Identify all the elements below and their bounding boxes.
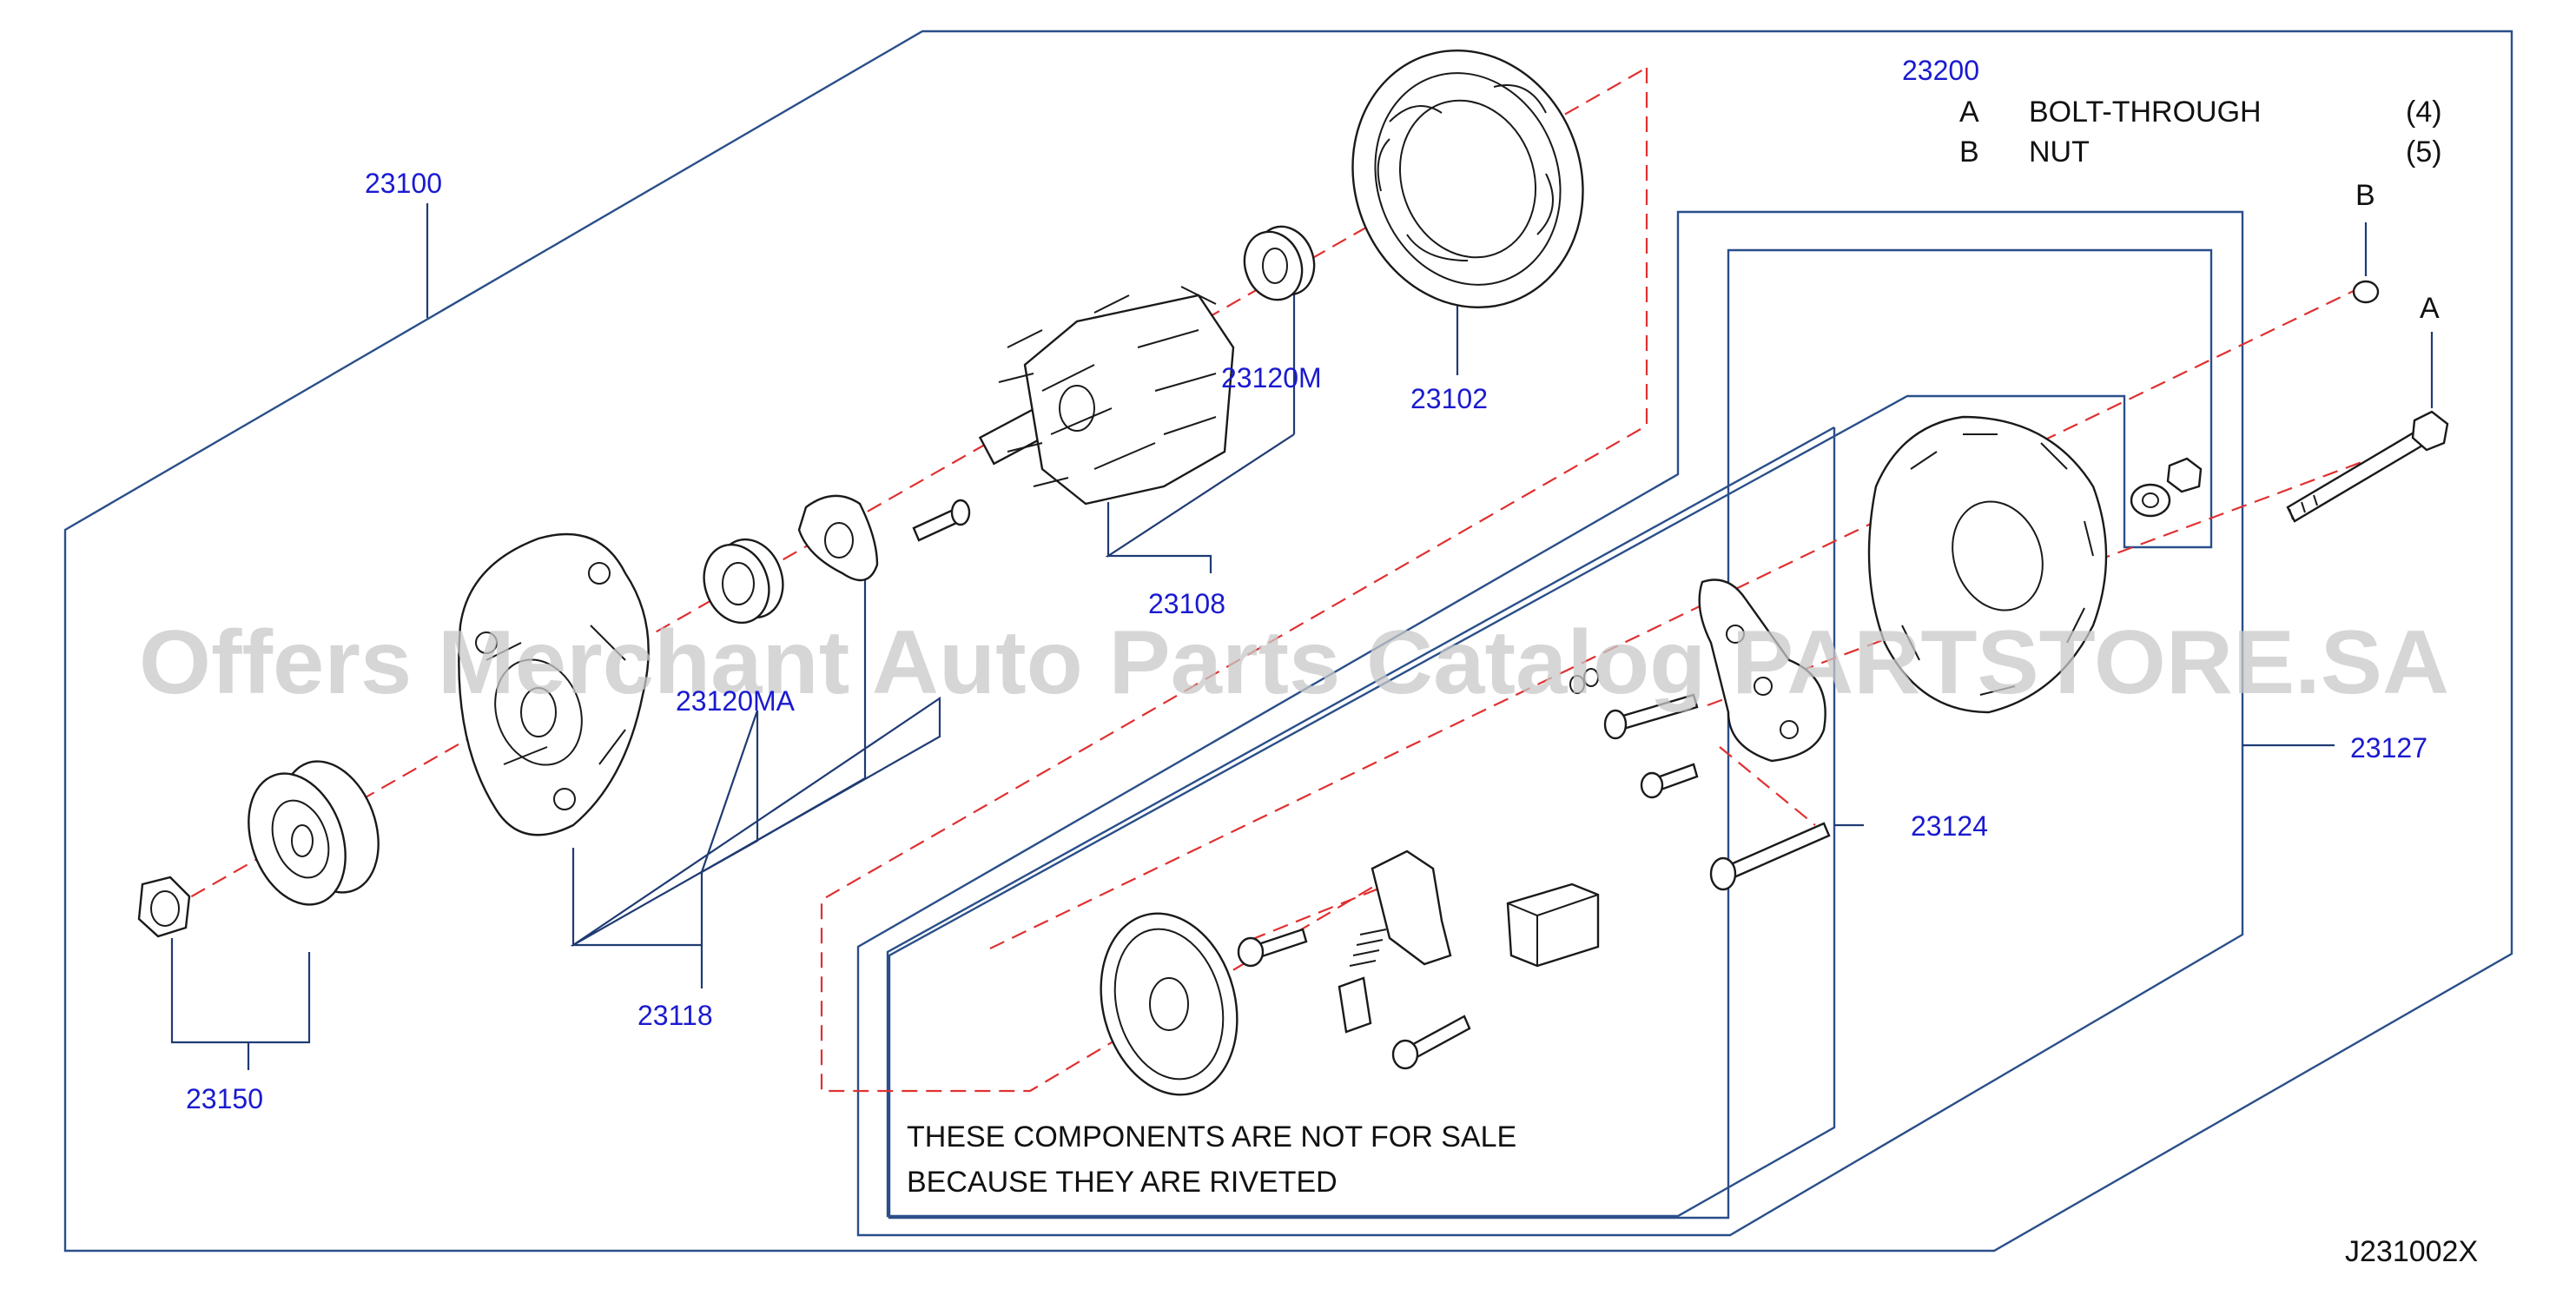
bolt-rectifier-3: [1709, 822, 1831, 891]
callout-23100[interactable]: 23100: [365, 168, 442, 199]
front-housing: [458, 532, 650, 836]
rear-housing: [1867, 415, 2108, 714]
callout-23150[interactable]: 23150: [186, 1083, 263, 1114]
nut-b-1: [2130, 483, 2171, 518]
stator: [1351, 49, 1584, 309]
brush-holder-screw: [1237, 928, 1308, 968]
frame-23127: [856, 210, 2244, 1237]
callout-23120M[interactable]: 23120M: [1221, 362, 1322, 393]
assembly-frame-23100: [63, 30, 2513, 1253]
brush-holder-bolt: [1391, 1015, 1471, 1070]
watermark: Offers Merchant Auto Parts Catalog PARTS…: [139, 612, 2449, 713]
legend-key-b: B: [1959, 136, 1979, 169]
brush-spring: [1349, 929, 1387, 967]
pulley-nut: [137, 876, 191, 938]
diagram-code: J231002X: [2345, 1235, 2478, 1268]
bolt-rectifier-1: [1603, 693, 1699, 740]
callout-23102[interactable]: 23102: [1410, 383, 1488, 414]
bolt-through-a: [2286, 410, 2449, 523]
frame-23124: [886, 426, 1836, 1218]
pulley: [248, 760, 380, 906]
frame-23200: [888, 248, 2213, 1220]
centerline-loop: [820, 68, 1648, 1093]
centerline-brush: [1250, 876, 1408, 942]
callout-23124[interactable]: 23124: [1911, 810, 1988, 842]
regulator: [1506, 882, 1600, 968]
leader-23108: [1105, 433, 1295, 573]
brush: [1338, 976, 1372, 1034]
callout-23200[interactable]: 23200: [1902, 55, 1979, 86]
rear-bearing: [1243, 225, 1316, 301]
callout-23108[interactable]: 23108: [1148, 588, 1225, 619]
retainer-screw: [912, 499, 971, 542]
centerline-bolt-23124: [1719, 746, 1816, 826]
nut-b-2: [2166, 457, 2203, 493]
marker-a: A: [2420, 292, 2440, 325]
fan-plate: [1100, 912, 1238, 1096]
front-bearing: [703, 538, 784, 625]
centerline-bolt-a: [1707, 434, 2433, 707]
leader-23150: [170, 938, 311, 1070]
washer-small: [1569, 668, 1599, 694]
legend-qty-a: (4): [2406, 96, 2442, 129]
rectifier: [1698, 578, 1826, 763]
leader-23118: [570, 573, 941, 988]
centerline-bolt-b: [989, 288, 2360, 949]
marker-b: B: [2355, 179, 2375, 212]
callout-23120MA[interactable]: 23120MA: [676, 685, 796, 717]
nut-b-3: [2352, 280, 2380, 304]
note-line-1: THESE COMPONENTS ARE NOT FOR SALE: [907, 1120, 1516, 1153]
legend-name-a: BOLT-THROUGH: [2029, 96, 2262, 129]
legend-name-b: NUT: [2029, 136, 2090, 169]
screw-rectifier-2: [1640, 763, 1699, 799]
callout-23127[interactable]: 23127: [2350, 732, 2427, 763]
legend-qty-b: (5): [2406, 136, 2442, 169]
rotor: [978, 286, 1235, 506]
callout-23118[interactable]: 23118: [637, 1000, 713, 1031]
note-line-2: BECAUSE THEY ARE RIVETED: [907, 1166, 1338, 1199]
bearing-retainer-plate: [797, 494, 879, 582]
legend-key-a: A: [1959, 96, 1979, 129]
brush-holder: [1371, 849, 1452, 966]
